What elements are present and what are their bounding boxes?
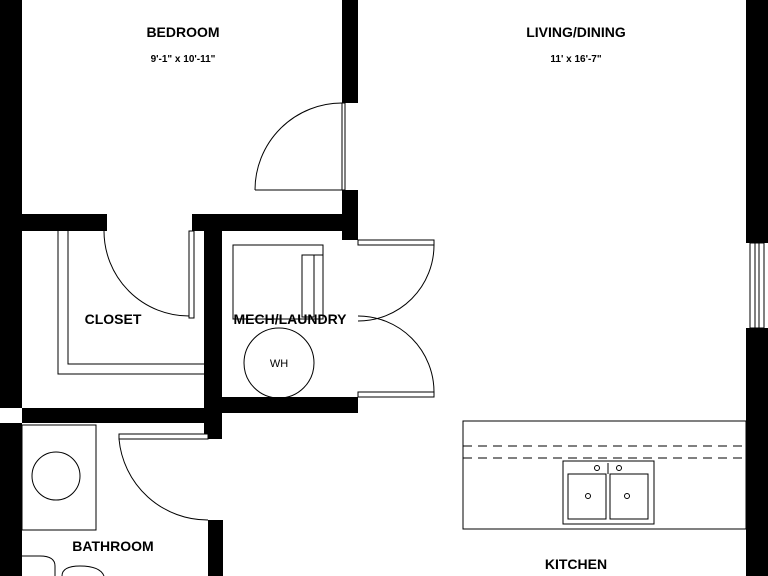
bathroom-label: BATHROOM	[72, 538, 153, 554]
wall-mech-right-stub	[342, 397, 358, 413]
water-heater-circle	[243, 327, 315, 399]
kitchen-label: KITCHEN	[545, 556, 607, 572]
wall-closet-bottom	[22, 408, 204, 423]
closet-door[interactable]	[103, 230, 195, 319]
bathroom-fixtures	[21, 424, 105, 576]
mech-laundry-label: MECH/LAUNDRY	[233, 311, 347, 327]
living-dining-dimensions: 11' x 16'-7"	[550, 54, 601, 65]
living-dining-label: LIVING/DINING	[526, 24, 626, 40]
wall-closet-top-left	[22, 214, 107, 231]
window-right	[749, 242, 765, 329]
water-heater-label: WH	[270, 358, 288, 370]
toilet-bowl	[61, 565, 105, 576]
wall-bedroom-right-upper	[342, 0, 358, 103]
water-heater	[243, 327, 315, 399]
bath-vanity	[21, 424, 97, 531]
bedroom-label: BEDROOM	[146, 24, 219, 40]
bedroom-door[interactable]	[254, 102, 346, 191]
wall-mech-top	[192, 214, 358, 231]
kitchen-sink	[562, 460, 655, 525]
wall-left-lower	[0, 423, 22, 576]
wall-exterior-right-upper	[746, 0, 768, 243]
closet-shelving	[57, 231, 204, 375]
wall-mech-bottom	[204, 397, 358, 413]
kitchen-counter	[462, 420, 747, 530]
washer-dryer	[232, 244, 324, 320]
bath-sink-bowl	[31, 451, 81, 501]
wall-bathroom-right	[208, 520, 223, 576]
toilet-tank	[22, 555, 56, 576]
wall-left-upper	[0, 0, 22, 408]
wall-exterior-right-lower	[746, 328, 768, 576]
bedroom-dimensions: 9'-1" x 10'-11"	[151, 54, 216, 65]
wall-closet-mech-divider	[204, 214, 222, 439]
closet-label: CLOSET	[85, 311, 142, 327]
mech-double-doors[interactable]	[357, 239, 435, 398]
bathroom-door[interactable]	[118, 433, 209, 521]
room-labels: BEDROOM 9'-1" x 10'-11" LIVING/DINING 11…	[72, 24, 626, 572]
